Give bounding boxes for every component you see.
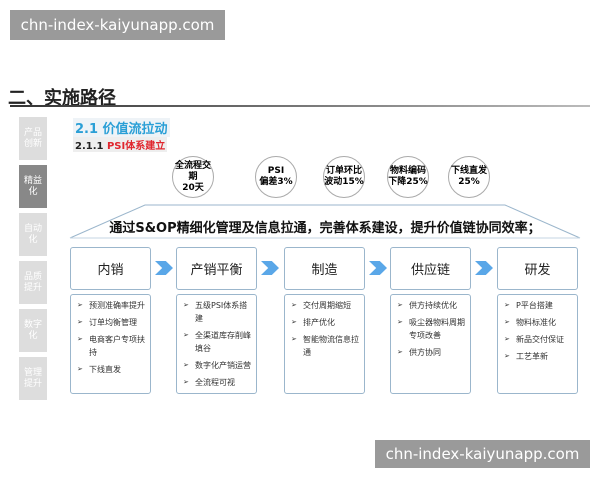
stage-box: 制造 — [284, 247, 365, 290]
subsection-title: 2.1.1 PSI体系建立 — [73, 137, 168, 152]
stage-detail-box: 供方持续优化吸尘器物料周期专项改善供方协同 — [390, 294, 471, 394]
stage-detail-box: 预测准确率提升订单均衡管理电商客户专项扶持下线直发 — [70, 294, 151, 394]
list-item: 预测准确率提升 — [77, 299, 146, 312]
list-item: 新品交付保证 — [504, 333, 573, 346]
list-item: 数字化产销运营 — [183, 359, 252, 372]
kpi-circle: 物料编码下降25% — [387, 156, 429, 198]
sidebar-item-automation[interactable]: 自动化 — [19, 213, 47, 256]
list-item: P平台搭建 — [504, 299, 573, 312]
kpi-value: 25% — [458, 177, 480, 187]
list-item: 全流程可视 — [183, 376, 252, 389]
kpi-value: 20天 — [182, 182, 204, 193]
subsection-name: PSI体系建立 — [106, 141, 166, 152]
kpi-value: 波动15% — [324, 177, 364, 187]
list-item: 交付周期缩短 — [291, 299, 360, 312]
goal-statement: 通过S&OP精细化管理及信息拉通，完善体系建设，提升价值链协同效率； — [109, 221, 541, 236]
list-item: 吸尘器物料周期专项改善 — [397, 316, 466, 342]
list-item: 订单均衡管理 — [77, 316, 146, 329]
stage-detail-box: 交付周期缩短排产优化智能物流信息拉通 — [284, 294, 365, 394]
list-item: 下线直发 — [77, 363, 146, 376]
kpi-value: 偏差3% — [259, 177, 293, 187]
stage-box: 内销 — [70, 247, 151, 290]
list-item: 供方持续优化 — [397, 299, 466, 312]
chevron-right-icon — [261, 261, 279, 275]
list-item: 供方协同 — [397, 346, 466, 359]
chevron-right-icon — [475, 261, 493, 275]
sidebar-item-product-innovation[interactable]: 产品创新 — [19, 117, 47, 160]
sidebar-item-quality[interactable]: 品质提升 — [19, 261, 47, 304]
kpi-label: PSI — [267, 166, 285, 176]
list-item: 电商客户专项扶持 — [77, 333, 146, 359]
list-item: 五级PSI体系搭建 — [183, 299, 252, 325]
stage-detail-box: 五级PSI体系搭建全渠道库存削峰填谷数字化产销运营全流程可视 — [176, 294, 257, 394]
title-divider — [10, 105, 590, 107]
kpi-value: 下降25% — [388, 177, 428, 187]
stage-detail-box: P平台搭建物料标准化新品交付保证工艺革新 — [497, 294, 578, 394]
list-item: 全渠道库存削峰填谷 — [183, 329, 252, 355]
stage-box: 产销平衡 — [176, 247, 257, 290]
stage-box: 研发 — [497, 247, 578, 290]
watermark-bottom: chn-index-kaiyunapp.com — [375, 440, 590, 468]
subsection-number: 2.1.1 — [75, 141, 104, 152]
stage-box: 供应链 — [390, 247, 471, 290]
sidebar-item-digital[interactable]: 数字化 — [19, 309, 47, 352]
sidebar-item-management[interactable]: 管理提升 — [19, 357, 47, 400]
kpi-circle: 订单环比波动15% — [323, 156, 365, 198]
list-item: 工艺革新 — [504, 350, 573, 363]
watermark-top: chn-index-kaiyunapp.com — [10, 10, 225, 40]
list-item: 智能物流信息拉通 — [291, 333, 360, 359]
kpi-label: 订单环比 — [325, 166, 362, 176]
section-title: 2.1 价值流拉动 — [73, 118, 170, 137]
page-title: 二、实施路径 — [8, 88, 116, 109]
list-item: 物料标准化 — [504, 316, 573, 329]
kpi-label: 全流程交期 — [174, 160, 211, 182]
kpi-label: 下线直发 — [450, 166, 487, 176]
kpi-label: 物料编码 — [389, 166, 426, 176]
chevron-right-icon — [369, 261, 387, 275]
list-item: 排产优化 — [291, 316, 360, 329]
chevron-right-icon — [155, 261, 173, 275]
sidebar-item-lean[interactable]: 精益化 — [19, 165, 47, 208]
